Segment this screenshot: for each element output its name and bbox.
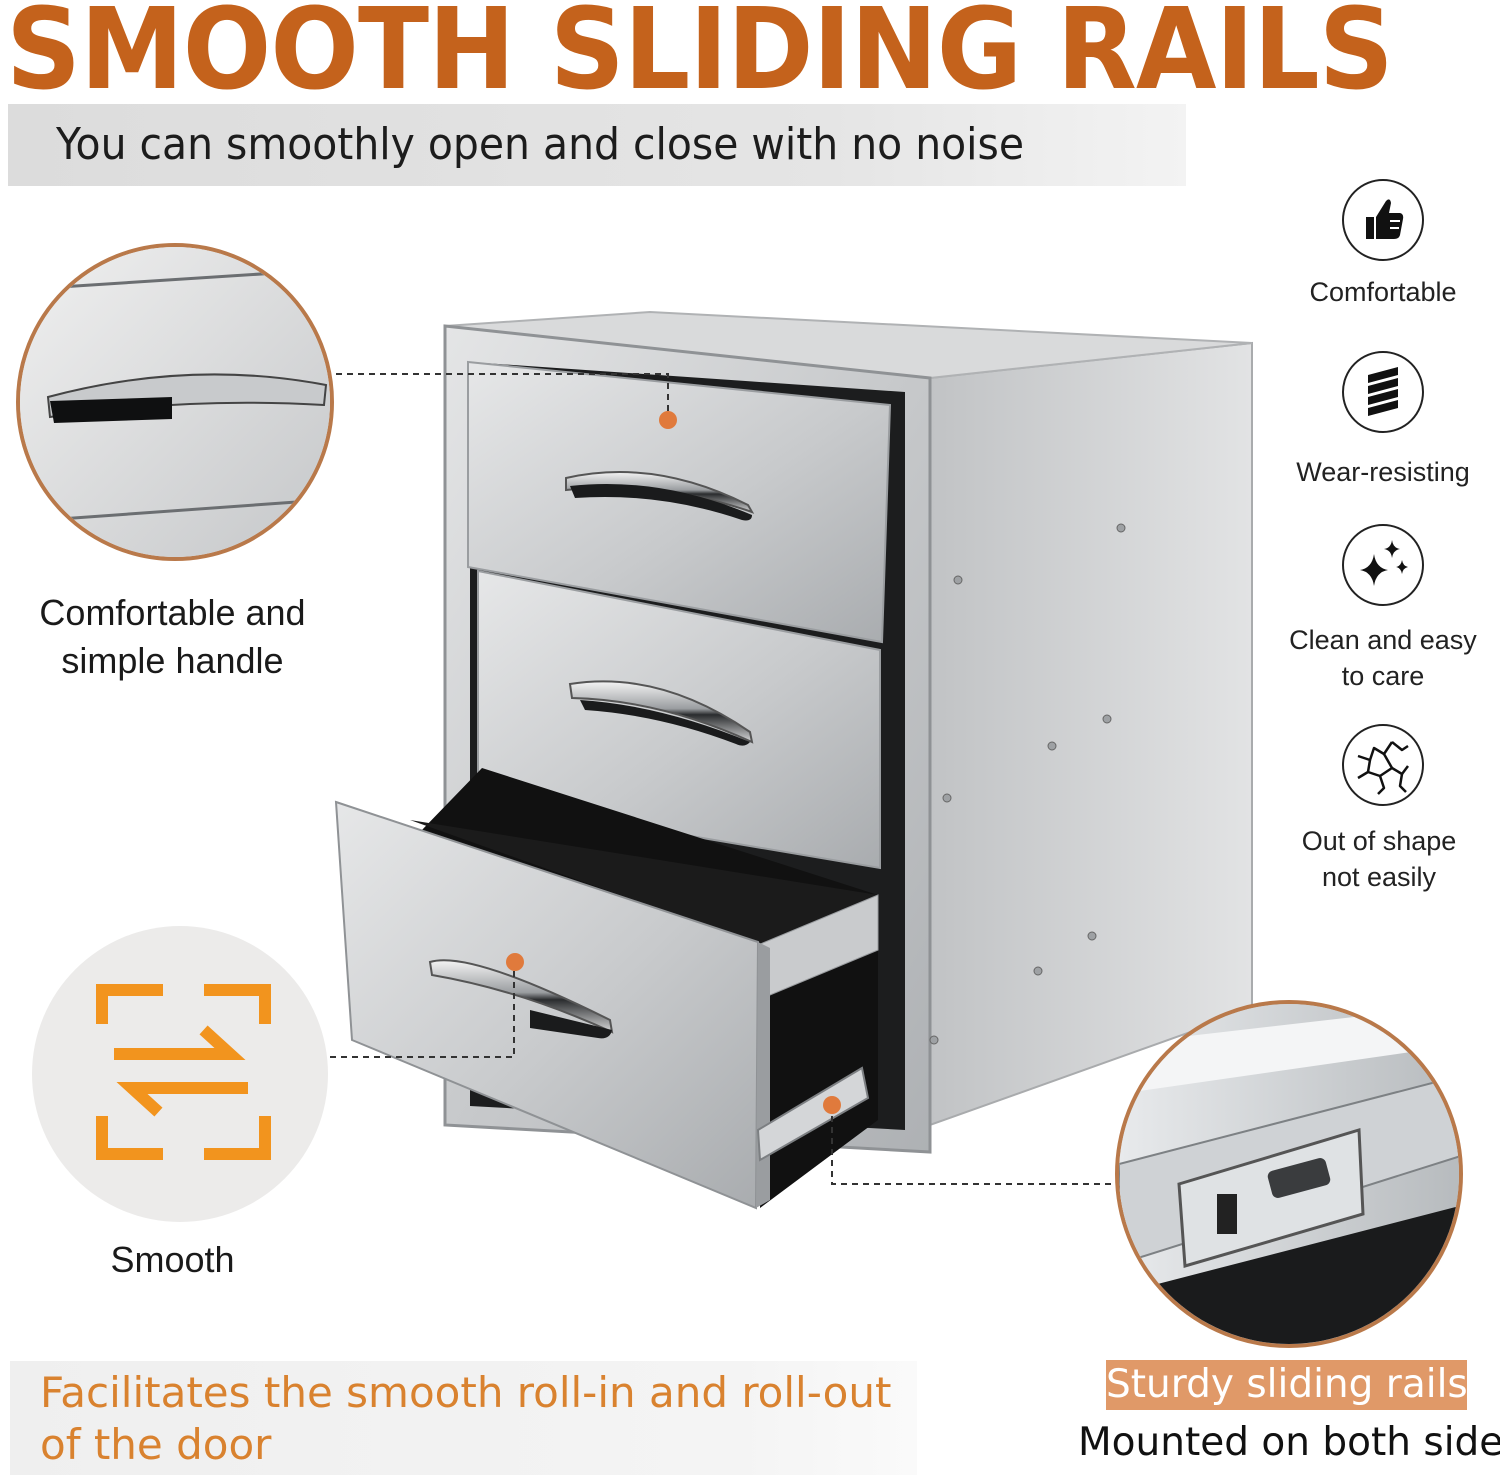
crack-icon [1342,724,1424,806]
bottom-banner [10,1361,917,1475]
feature-label-shape-line1: Out of shape [1301,826,1457,856]
page-title: SMOOTH SLIDING RAILS [6,0,1394,115]
drawer-middle [477,569,881,870]
sparkle-icon [1342,524,1424,606]
rail-closeup-image [1119,1004,1459,1344]
subtitle: You can smoothly open and close with no … [56,119,1025,170]
feature-label-comfortable: Comfortable [1309,277,1457,307]
wear-stripes-icon [1342,351,1424,433]
drawer-bottom-open [334,768,879,1210]
handle-caption-line1: Comfortable and [39,592,306,633]
handle-closeup-image [20,247,330,557]
feature-label-clean-line2: to care [1341,661,1425,691]
bottom-banner-text: Facilitates the smooth roll-in and roll-… [40,1367,940,1471]
rails-subcaption: Mounted on both sides [1078,1420,1500,1465]
feature-label-shape-line2: not easily [1321,862,1437,892]
subtitle-banner [8,104,1186,186]
bottom-banner-line2: of the door [40,1420,272,1469]
rails-badge: Sturdy sliding rails [1106,1360,1467,1410]
handle-zoom-circle [16,243,334,561]
smooth-circle [32,926,328,1222]
feature-label-wear-resisting: Wear-resisting [1296,457,1470,487]
leader-lines [330,373,1112,1185]
smooth-swap-icon [96,984,271,1160]
bottom-banner-line1: Facilitates the smooth roll-in and roll-… [40,1368,892,1417]
rail-zoom-circle [1115,1000,1463,1348]
callout-dots [506,411,841,1114]
feature-label-clean-line1: Clean and easy [1289,625,1477,655]
smooth-caption: Smooth [110,1239,235,1280]
handle-caption-line2: simple handle [61,640,284,681]
thumbs-up-icon [1342,179,1424,261]
drawer-top [467,360,892,644]
